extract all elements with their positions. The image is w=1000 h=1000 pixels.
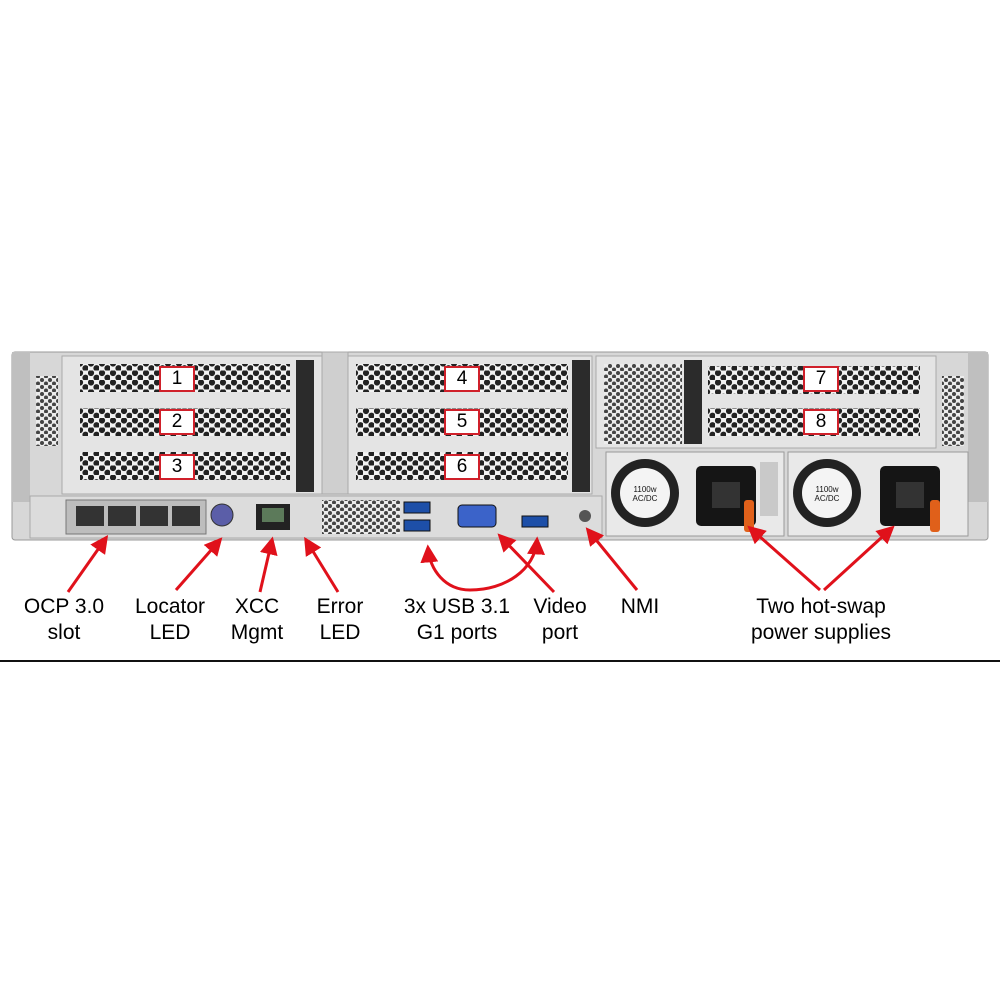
usb-port-1 <box>403 501 431 514</box>
callout-error-line1: Error <box>316 595 364 618</box>
slot-badge-3: 3 <box>159 454 195 480</box>
locator-led-button <box>210 503 234 527</box>
slot-badge-6: 6 <box>444 454 480 480</box>
callout-video-line1: Video <box>533 595 587 618</box>
usb-port-3 <box>521 515 549 528</box>
callout-video: Video port <box>533 594 586 646</box>
psu-2-rating: 1100w AC/DC <box>815 485 840 503</box>
psu-1-handle <box>744 500 754 532</box>
slot-badge-4: 4 <box>444 366 480 392</box>
psu-1 <box>605 451 785 537</box>
slot-badge-7: 7 <box>803 366 839 392</box>
usb-port-2 <box>403 519 431 532</box>
arrow-ocp <box>66 535 109 593</box>
arrow-error <box>304 536 340 593</box>
arrow-usb-left <box>420 544 471 592</box>
psu-2 <box>787 451 969 537</box>
chassis-right-ear <box>968 352 988 502</box>
callout-ocp-line1: OCP 3.0 <box>23 595 105 618</box>
video-port <box>457 504 497 528</box>
arrow-usb-right <box>469 536 546 592</box>
callout-psu-line2: power supplies <box>750 621 892 644</box>
callout-error-line2: LED <box>319 621 361 644</box>
callout-psu-line1: Two hot-swap <box>756 595 886 618</box>
callout-locator-line2: LED <box>149 621 191 644</box>
callout-video-line2: port <box>541 621 579 644</box>
callout-usb-line1: 3x USB 3.1 <box>403 595 511 618</box>
slot-badge-2: 2 <box>159 409 195 435</box>
arrow-xcc <box>258 536 278 593</box>
chassis-left-ear <box>12 352 30 502</box>
callout-usb: 3x USB 3.1 G1 ports <box>404 594 510 646</box>
callout-error: Error LED <box>317 594 364 646</box>
separator-line <box>0 660 1000 662</box>
arrow-nmi <box>585 527 639 591</box>
left-vent <box>36 376 58 446</box>
psu-2-handle <box>930 500 940 532</box>
arrow-locator <box>174 537 223 591</box>
callout-locator: Locator LED <box>135 594 205 646</box>
riser-3-latch <box>684 360 702 444</box>
psu-2-type: AC/DC <box>814 494 840 503</box>
riser-2-latch <box>572 360 590 492</box>
riser-3-vent <box>604 364 682 444</box>
arrow-psu-2 <box>822 525 895 592</box>
arrow-psu-1 <box>747 525 821 592</box>
psu-1-rating: 1100w AC/DC <box>633 485 658 503</box>
slot-badge-1: 1 <box>159 366 195 392</box>
riser-divider <box>321 351 349 495</box>
callout-ocp: OCP 3.0 slot <box>24 594 104 646</box>
psu-2-watts: 1100w <box>815 485 839 494</box>
nmi-button <box>579 510 591 522</box>
io-vent <box>322 500 400 534</box>
callout-xcc: XCC Mgmt <box>231 594 284 646</box>
riser-1-latch <box>296 360 314 492</box>
callout-xcc-line1: XCC <box>234 595 280 618</box>
arrow-video <box>497 533 556 594</box>
callout-usb-line2: G1 ports <box>416 621 498 644</box>
callout-psu: Two hot-swap power supplies <box>751 594 891 646</box>
callout-locator-line1: Locator <box>134 595 206 618</box>
callout-xcc-line2: Mgmt <box>230 621 284 644</box>
slot-badge-5: 5 <box>444 409 480 435</box>
callout-nmi: NMI <box>621 594 660 620</box>
slot-badge-8: 8 <box>803 409 839 435</box>
psu-1-type: AC/DC <box>632 494 658 503</box>
callout-ocp-line2: slot <box>47 621 81 644</box>
callout-nmi-line1: NMI <box>620 595 660 618</box>
right-vent <box>942 376 964 446</box>
psu-1-watts: 1100w <box>633 485 657 494</box>
